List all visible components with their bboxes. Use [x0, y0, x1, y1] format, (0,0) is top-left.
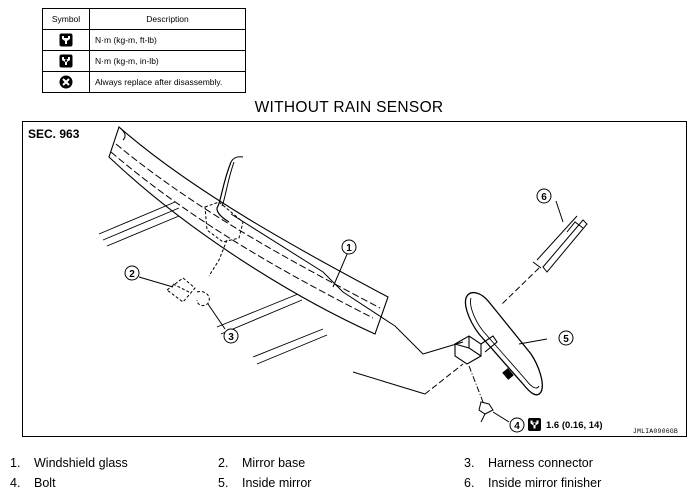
mirror-mount	[454, 335, 498, 365]
section-label: SEC. 963	[28, 127, 80, 141]
legend-item: 2.Mirror base	[218, 456, 306, 470]
svg-text:4: 4	[514, 421, 520, 432]
symbol-header: Symbol	[42, 8, 90, 30]
callout-2: 2	[124, 265, 140, 281]
torque-spec: 1.6 (0.16, 14)	[546, 420, 603, 431]
description-header: Description	[89, 8, 246, 30]
inside-mirror	[464, 291, 543, 396]
legend-item: 1.Windshield glass	[10, 456, 128, 470]
diagram-title: WITHOUT RAIN SENSOR	[254, 99, 444, 116]
symbol-description: N·m (kg-m, ft-lb)	[89, 29, 246, 51]
svg-text:1: 1	[346, 243, 352, 254]
svg-text:2: 2	[129, 269, 135, 280]
legend-item: 4.Bolt	[10, 476, 56, 490]
symbol-description: Always replace after disassembly.	[89, 71, 246, 93]
exploded-view-diagram: SEC. 963	[22, 121, 687, 437]
callout-6: 6	[536, 188, 552, 204]
bolt	[478, 401, 494, 423]
callout-3: 3	[223, 328, 239, 344]
symbol-description: N·m (kg-m, in-lb)	[89, 50, 246, 72]
svg-text:5: 5	[563, 334, 569, 345]
legend-item: 6.Inside mirror finisher	[464, 476, 602, 490]
diagram-drawing: 1 2 3 4 5 6	[98, 126, 588, 433]
callout-4: 4	[509, 417, 525, 433]
symbol-table: Symbol Description N·m (kg-m, ft-lb) N·m…	[42, 8, 246, 93]
inside-mirror-finisher	[532, 215, 588, 273]
torque-wrench-small-icon	[59, 54, 73, 68]
figure-code: JMLIA0906GB	[632, 428, 678, 435]
connector-dashed	[204, 201, 244, 243]
svg-text:3: 3	[228, 332, 234, 343]
always-replace-icon	[59, 75, 73, 89]
legend-item: 5.Inside mirror	[218, 476, 312, 490]
windshield-glass	[108, 126, 389, 335]
svg-text:6: 6	[541, 192, 547, 203]
torque-wrench-small-icon	[528, 418, 541, 431]
harness-connector	[196, 291, 210, 307]
mirror-base	[166, 277, 196, 303]
glass-reflection-lines	[98, 201, 328, 365]
callout-5: 5	[558, 330, 574, 346]
harness-cable	[216, 161, 232, 223]
callout-1: 1	[341, 239, 357, 255]
legend-item: 3.Harness connector	[464, 456, 593, 470]
torque-wrench-icon	[59, 33, 73, 47]
